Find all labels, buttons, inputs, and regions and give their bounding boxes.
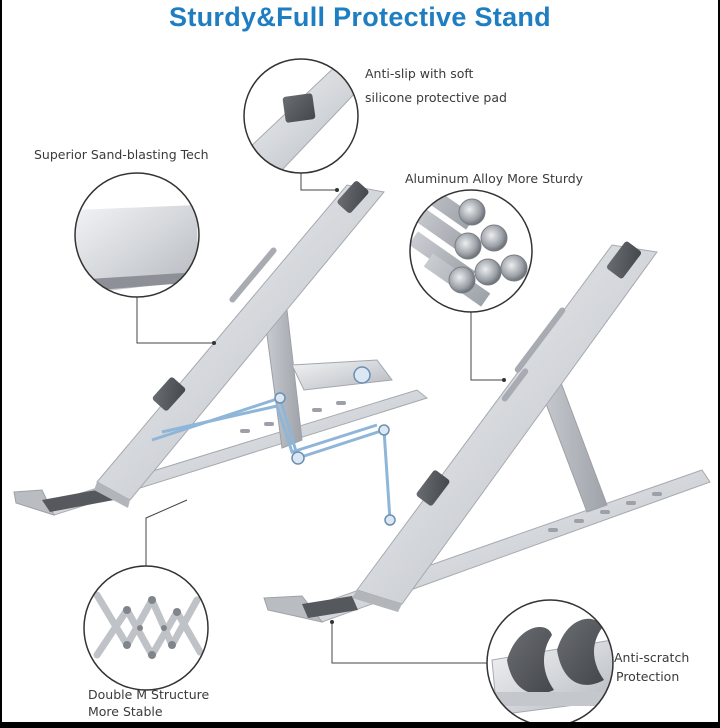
feet-closeup-icon <box>486 599 614 722</box>
callout-anti-slip-line1: Anti-slip with soft <box>365 66 474 81</box>
callout-sand-blasting: Superior Sand-blasting Tech <box>34 145 209 165</box>
stand-left-icon <box>13 181 429 526</box>
callout-anti-scratch-line1: Anti-scratch <box>614 650 690 665</box>
page-title: Sturdy&Full Protective Stand <box>169 2 551 32</box>
callout-double-m-line2: More Stable <box>88 704 163 719</box>
callout-double-m: Double M Structure More Stable <box>88 686 209 720</box>
callout-sand-blasting-line1: Superior Sand-blasting Tech <box>34 147 209 162</box>
callout-aluminum-line1: Aluminum Alloy More Sturdy <box>405 171 584 186</box>
pad-closeup-icon <box>243 58 359 174</box>
callout-anti-scratch: Anti-scratch Protection <box>614 648 689 686</box>
callout-anti-scratch-line2: Protection <box>616 669 680 684</box>
callout-aluminum: Aluminum Alloy More Sturdy <box>405 169 583 189</box>
callout-anti-slip-line2: silicone protective pad <box>365 90 507 105</box>
callout-anti-slip: Anti-slip with soft silicone protective … <box>365 64 507 108</box>
callout-double-m-line1: Double M Structure <box>88 687 210 702</box>
structure-closeup-icon <box>83 565 209 691</box>
rods-closeup-icon <box>409 189 533 313</box>
surface-closeup-icon <box>74 172 200 298</box>
stand-right-icon <box>263 241 711 623</box>
